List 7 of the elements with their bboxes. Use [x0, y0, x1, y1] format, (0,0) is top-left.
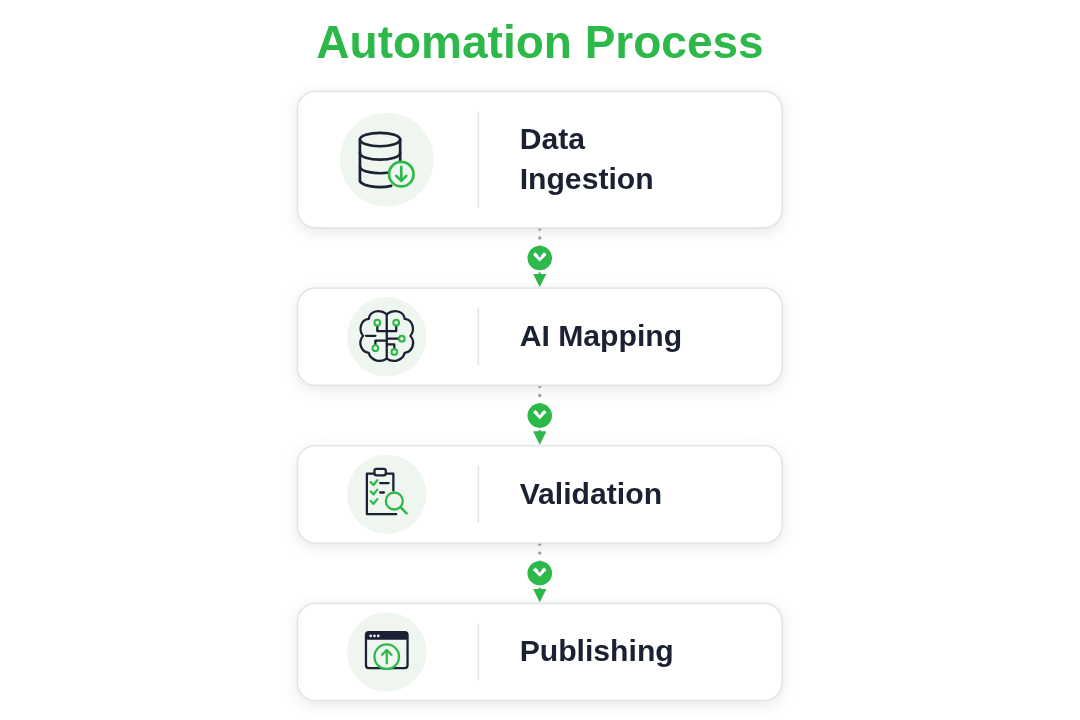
- dotted-arrow: [527, 384, 552, 447]
- step-label: AI Mapping: [519, 318, 683, 355]
- step-label: Data Ingestion: [519, 121, 655, 198]
- step-label: Validation: [519, 476, 663, 513]
- dotted-arrow: [527, 542, 552, 604]
- diagram-title: Automation Process: [316, 15, 764, 70]
- step-label: Publishing: [519, 633, 674, 671]
